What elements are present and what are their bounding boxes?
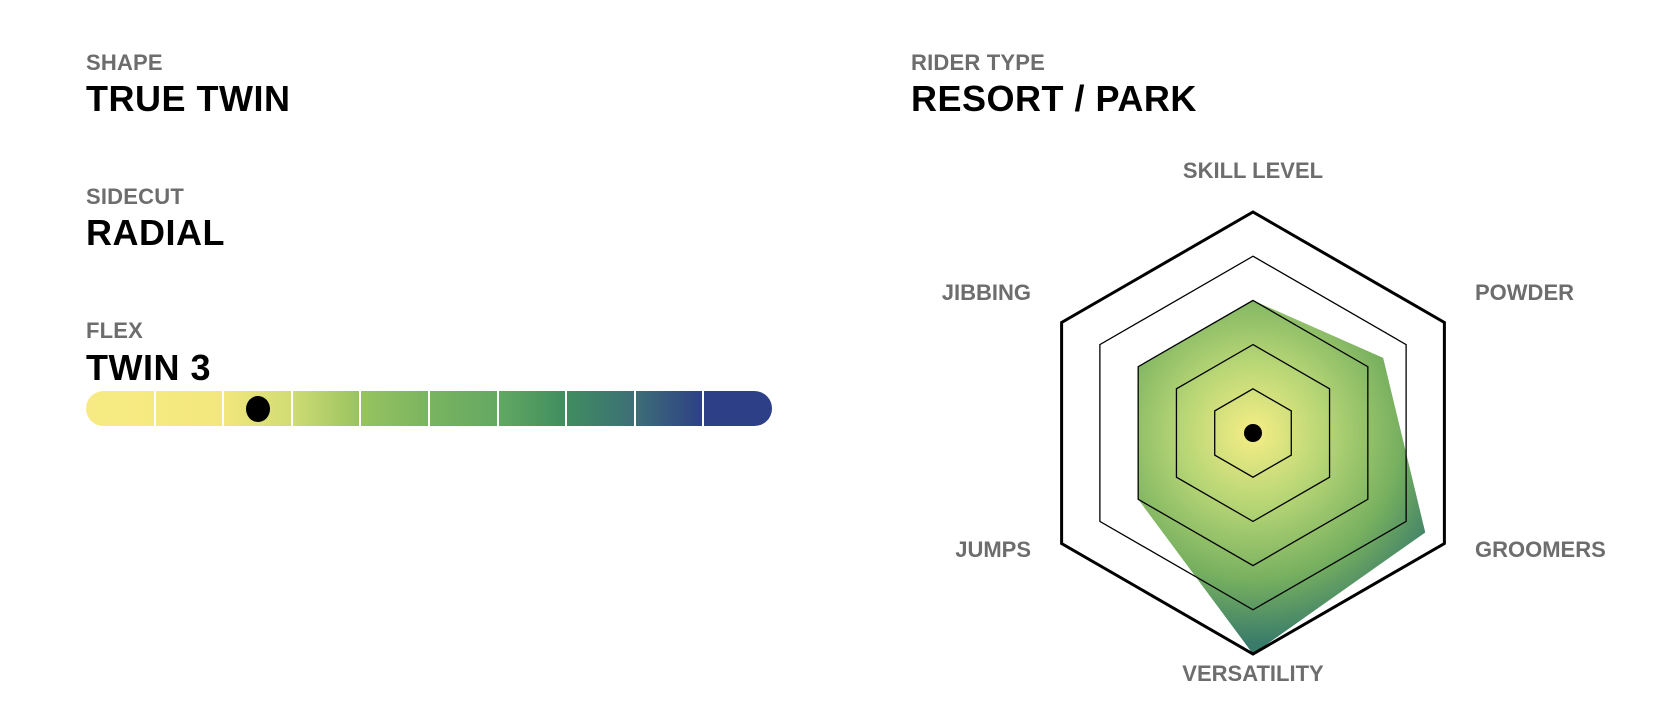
rider-type-value: RESORT / PARK (911, 78, 1197, 119)
radar-ring-1 (1214, 388, 1292, 478)
flex-rating-marker (245, 395, 270, 422)
radar-ring-2 (1175, 343, 1331, 523)
radar-axis-label-powder: POWDER (1475, 280, 1574, 305)
flex-divider (428, 391, 430, 426)
rider-type-label: RIDER TYPE (911, 50, 1046, 75)
rider-radar-chart: SKILL LEVEL POWDER GROOMERS VERSATILITY JUMP… (942, 158, 1606, 686)
flex-scale-bar (86, 391, 772, 426)
shape-label: SHAPE (86, 50, 163, 75)
flex-label: FLEX (86, 318, 144, 343)
radar-axis-label-versatility: VERSATILITY (1182, 661, 1324, 686)
radar-center-dot (1244, 424, 1262, 442)
flex-divider (222, 391, 225, 426)
radar-axis-label-groomers: GROOMERS (1475, 537, 1606, 562)
flex-segment-8 (566, 391, 636, 426)
flex-segment-4 (291, 391, 362, 426)
flex-segment-1 (86, 391, 156, 426)
radar-ring-4 (1099, 255, 1407, 611)
flex-divider (153, 391, 156, 426)
flex-divider (496, 391, 499, 426)
radar-ring-3 (1137, 299, 1369, 567)
radar-data-area (1138, 300, 1426, 654)
radar-axis-label-skill-level: SKILL LEVEL (1183, 158, 1323, 183)
sidecut-value: RADIAL (86, 212, 225, 253)
flex-value: TWIN 3 (86, 347, 211, 388)
radar-axis-label-jumps: JUMPS (955, 537, 1031, 562)
flex-segment-9 (634, 391, 705, 426)
shape-value: TRUE TWIN (86, 78, 291, 119)
flex-segment-10 (703, 391, 772, 426)
flex-divider (702, 391, 705, 426)
radar-axis-label-jibbing: JIBBING (942, 280, 1031, 305)
flex-segment-2 (154, 391, 225, 426)
radar-ring-5 (1060, 210, 1446, 656)
flex-divider (633, 391, 636, 426)
flex-divider (290, 391, 293, 426)
sidecut-label: SIDECUT (86, 184, 184, 209)
flex-divider (565, 391, 568, 426)
flex-segment-5 (360, 391, 430, 426)
flex-segment-6 (429, 391, 499, 426)
flex-divider (359, 391, 362, 426)
flex-segment-7 (497, 391, 568, 426)
